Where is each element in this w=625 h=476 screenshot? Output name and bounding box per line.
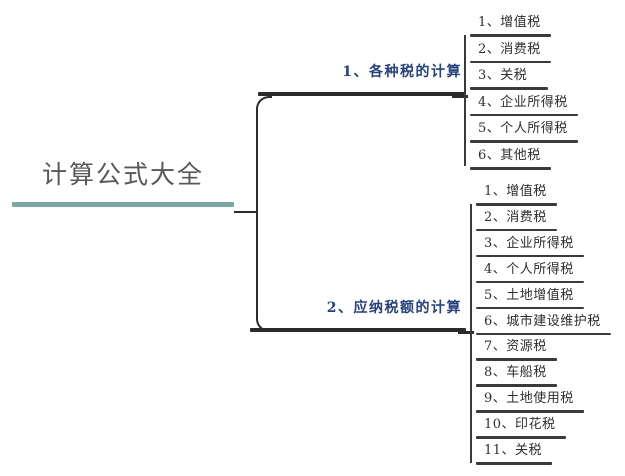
leaf-item[interactable]: 4、企业所得税 <box>470 94 578 117</box>
trunk-connector-stem <box>234 211 258 213</box>
leaf-item-underline <box>476 254 584 258</box>
leaf-item-underline <box>476 358 557 361</box>
leaf-item-label: 3、关税 <box>478 68 528 84</box>
leaf-item-label: 2、消费税 <box>484 209 547 225</box>
leaf-item-underline <box>470 34 551 37</box>
leaf-item[interactable]: 2、消费税 <box>476 209 557 232</box>
leaf-item-label: 1、增值税 <box>484 184 547 199</box>
leaf-connector-bracket-1 <box>464 35 466 166</box>
leaf-item-label: 2、消费税 <box>478 41 541 57</box>
leaf-item-underline <box>476 306 584 310</box>
leaf-item-label: 6、城市建设维护税 <box>484 313 601 329</box>
root-node[interactable]: 计算公式大全 <box>12 158 234 207</box>
leaf-connector-bracket-2 <box>470 204 472 463</box>
leaf-item[interactable]: 10、印花税 <box>476 416 566 439</box>
leaf-item-underline <box>476 332 611 335</box>
leaf-item-label: 9、土地使用税 <box>484 391 574 407</box>
leaf-item[interactable]: 8、车船税 <box>476 364 557 387</box>
branch-node-2[interactable]: 2、应纳税额的计算 <box>250 298 466 332</box>
leaf-item-underline <box>470 113 578 117</box>
leaf-item-underline <box>476 410 584 413</box>
leaf-item[interactable]: 9、土地使用税 <box>476 390 584 413</box>
leaf-item-label: 1、增值税 <box>478 15 541 30</box>
leaf-item[interactable]: 4、个人所得税 <box>476 261 584 284</box>
root-underline <box>12 202 234 207</box>
leaf-item[interactable]: 6、城市建设维护税 <box>476 313 611 335</box>
leaf-item-label: 5、个人所得税 <box>478 121 568 137</box>
leaf-item-label: 3、企业所得税 <box>484 235 574 251</box>
root-title: 计算公式大全 <box>41 160 204 189</box>
leaf-item[interactable]: 5、土地增值税 <box>476 287 584 310</box>
leaf-item[interactable]: 11、关税 <box>476 442 553 465</box>
leaf-item-label: 7、资源税 <box>484 339 547 355</box>
leaf-item-underline <box>470 167 551 170</box>
leaf-connector-stem-2 <box>458 331 474 334</box>
leaf-item-label: 4、个人所得税 <box>484 261 574 277</box>
leaf-item-underline <box>476 462 553 465</box>
branch-underline-2 <box>250 328 466 332</box>
leaf-item-label: 5、土地增值税 <box>484 287 574 303</box>
leaf-item-label: 11、关税 <box>484 443 543 458</box>
branch-label-2: 2、应纳税额的计算 <box>326 300 462 316</box>
leaf-item[interactable]: 7、资源税 <box>476 338 557 361</box>
leaf-item-label: 8、车船税 <box>484 365 547 381</box>
leaf-item-label: 4、企业所得税 <box>478 94 568 110</box>
branch-underline-1 <box>258 92 466 96</box>
leaf-item[interactable]: 6、其他税 <box>470 147 551 170</box>
leaf-item-underline <box>470 87 548 90</box>
leaf-item[interactable]: 1、增值税 <box>476 183 557 206</box>
leaf-item-underline <box>476 436 566 439</box>
leaf-item-underline <box>470 140 578 143</box>
leaf-item[interactable]: 3、企业所得税 <box>476 235 584 258</box>
branch-node-1[interactable]: 1、各种税的计算 <box>258 62 466 96</box>
leaf-item-underline <box>476 384 557 387</box>
leaf-item[interactable]: 2、消费税 <box>470 41 551 64</box>
leaf-item-label: 6、其他税 <box>478 148 541 163</box>
trunk-connector-bracket <box>256 96 272 332</box>
leaf-item[interactable]: 3、关税 <box>470 67 548 90</box>
leaf-item-underline <box>476 228 557 232</box>
leaf-item[interactable]: 1、增值税 <box>470 14 551 37</box>
leaf-item-underline <box>476 280 584 284</box>
leaf-item-label: 10、印花税 <box>484 417 556 433</box>
leaf-item-underline <box>476 203 557 206</box>
leaf-item-underline <box>470 60 551 64</box>
leaf-item[interactable]: 5、个人所得税 <box>470 120 578 143</box>
leaf-connector-stem-1 <box>452 95 468 98</box>
branch-label-1: 1、各种税的计算 <box>342 64 462 80</box>
